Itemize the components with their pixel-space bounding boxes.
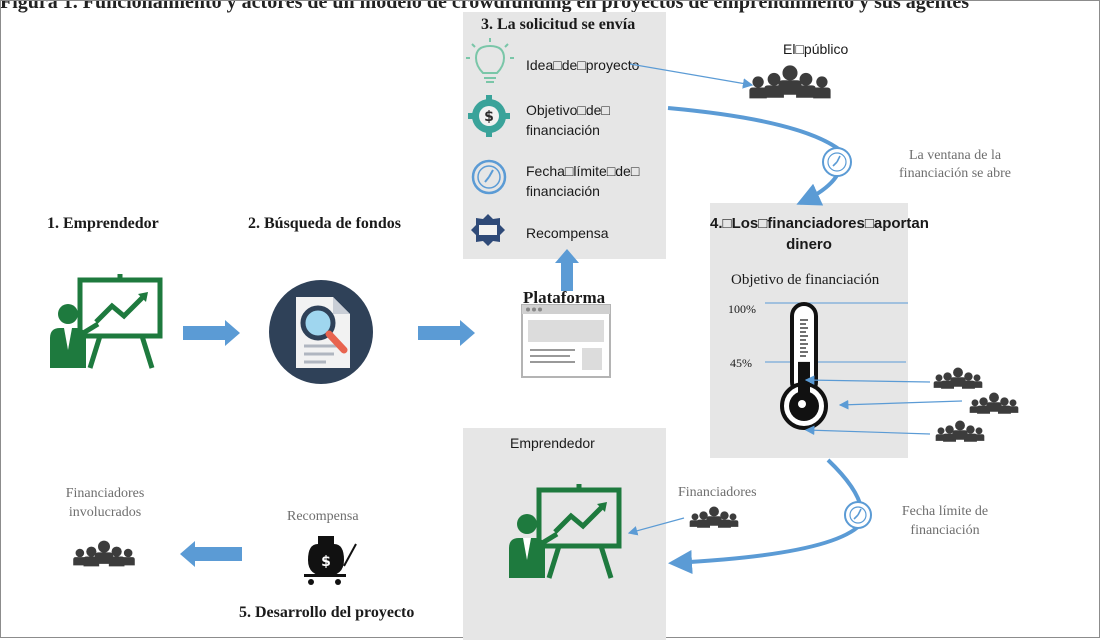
request-panel [463, 12, 666, 259]
window-opens-line1: La ventana de la [908, 148, 1002, 163]
gear-dollar-icon: $ [468, 95, 510, 137]
reward-label: Recompensa [287, 509, 359, 524]
thermometer-heading: Objetivo de financiación [731, 272, 880, 288]
thermometer-mark-100: 100% [728, 302, 756, 316]
public-people-icon [749, 65, 831, 99]
lightbulb-icon [466, 38, 514, 83]
funders-group-2 [969, 393, 1019, 414]
arrow-up [555, 249, 579, 291]
platform-browser-icon [521, 304, 611, 378]
document-search-icon [269, 280, 373, 384]
funders-arrow-3 [804, 425, 931, 436]
svg-text:$: $ [484, 109, 494, 125]
funders-to-entrepreneur-arrow [627, 517, 685, 536]
request-item-goal-line1: Objetivo□de□ [526, 102, 610, 118]
arrow-right-2 [418, 320, 475, 346]
funders-arrow-1 [804, 375, 931, 385]
presenter-icon-2 [509, 484, 619, 578]
funders-group-3 [935, 421, 985, 442]
thermometer-mark-45: 45% [730, 356, 752, 370]
step4-label-line1: 4.□Los□financiadores□aportan [710, 215, 929, 232]
thermometer-icon [765, 302, 908, 430]
funders-group-1 [933, 368, 983, 389]
reward-badge-icon [471, 214, 505, 246]
step2-label: 2. Búsqueda de fondos [248, 215, 401, 232]
curved-arrow-window [667, 106, 844, 206]
funders-small-group [689, 507, 739, 528]
arrow-right-1 [183, 320, 240, 346]
deadline-clock-icon [844, 501, 872, 529]
request-item-deadline-line2: financiación [526, 183, 600, 199]
entrepreneur-panel-label: Emprendedor [510, 435, 595, 451]
deadline-line1: Fecha límite de [901, 504, 989, 519]
money-bag-icon: $ [304, 536, 357, 585]
window-opens-line2: financiación se abre [899, 166, 1011, 181]
presenter-icon [50, 274, 160, 368]
step3-label: 3. La solicitud se envía [481, 16, 636, 33]
funders-involved-line1: Financiadores [65, 486, 145, 501]
svg-text:$: $ [321, 554, 331, 570]
step4-label-line2: dinero [786, 236, 832, 253]
figure-title-strip: Figura 1. Funcionamiento y actores de un… [0, 0, 1102, 18]
funders-involved-line2: involucrados [68, 505, 142, 520]
curved-arrow-deadline [668, 458, 864, 574]
clock-icon [471, 159, 507, 195]
request-item-idea: Idea□de□proyecto [526, 57, 640, 73]
request-item-reward: Recompensa [526, 225, 609, 241]
idea-to-public-arrow [629, 63, 754, 89]
window-clock-icon [822, 147, 852, 177]
platform-label: Plataforma [523, 288, 606, 307]
public-label: El□público [783, 41, 849, 57]
deadline-line2: financiación [910, 523, 980, 538]
funders-label: Financiadores [678, 485, 757, 500]
step5-label: 5. Desarrollo del proyecto [239, 604, 415, 621]
figure-title: Figura 1. Funcionamiento y actores de un… [0, 0, 970, 13]
request-item-deadline-line1: Fecha□límite□de□ [526, 163, 640, 179]
step1-label: 1. Emprendedor [47, 215, 159, 232]
funders-arrow-2 [838, 399, 963, 410]
funders-involved-group [73, 541, 135, 567]
arrow-left [180, 541, 242, 567]
request-item-goal-line2: financiación [526, 122, 600, 138]
